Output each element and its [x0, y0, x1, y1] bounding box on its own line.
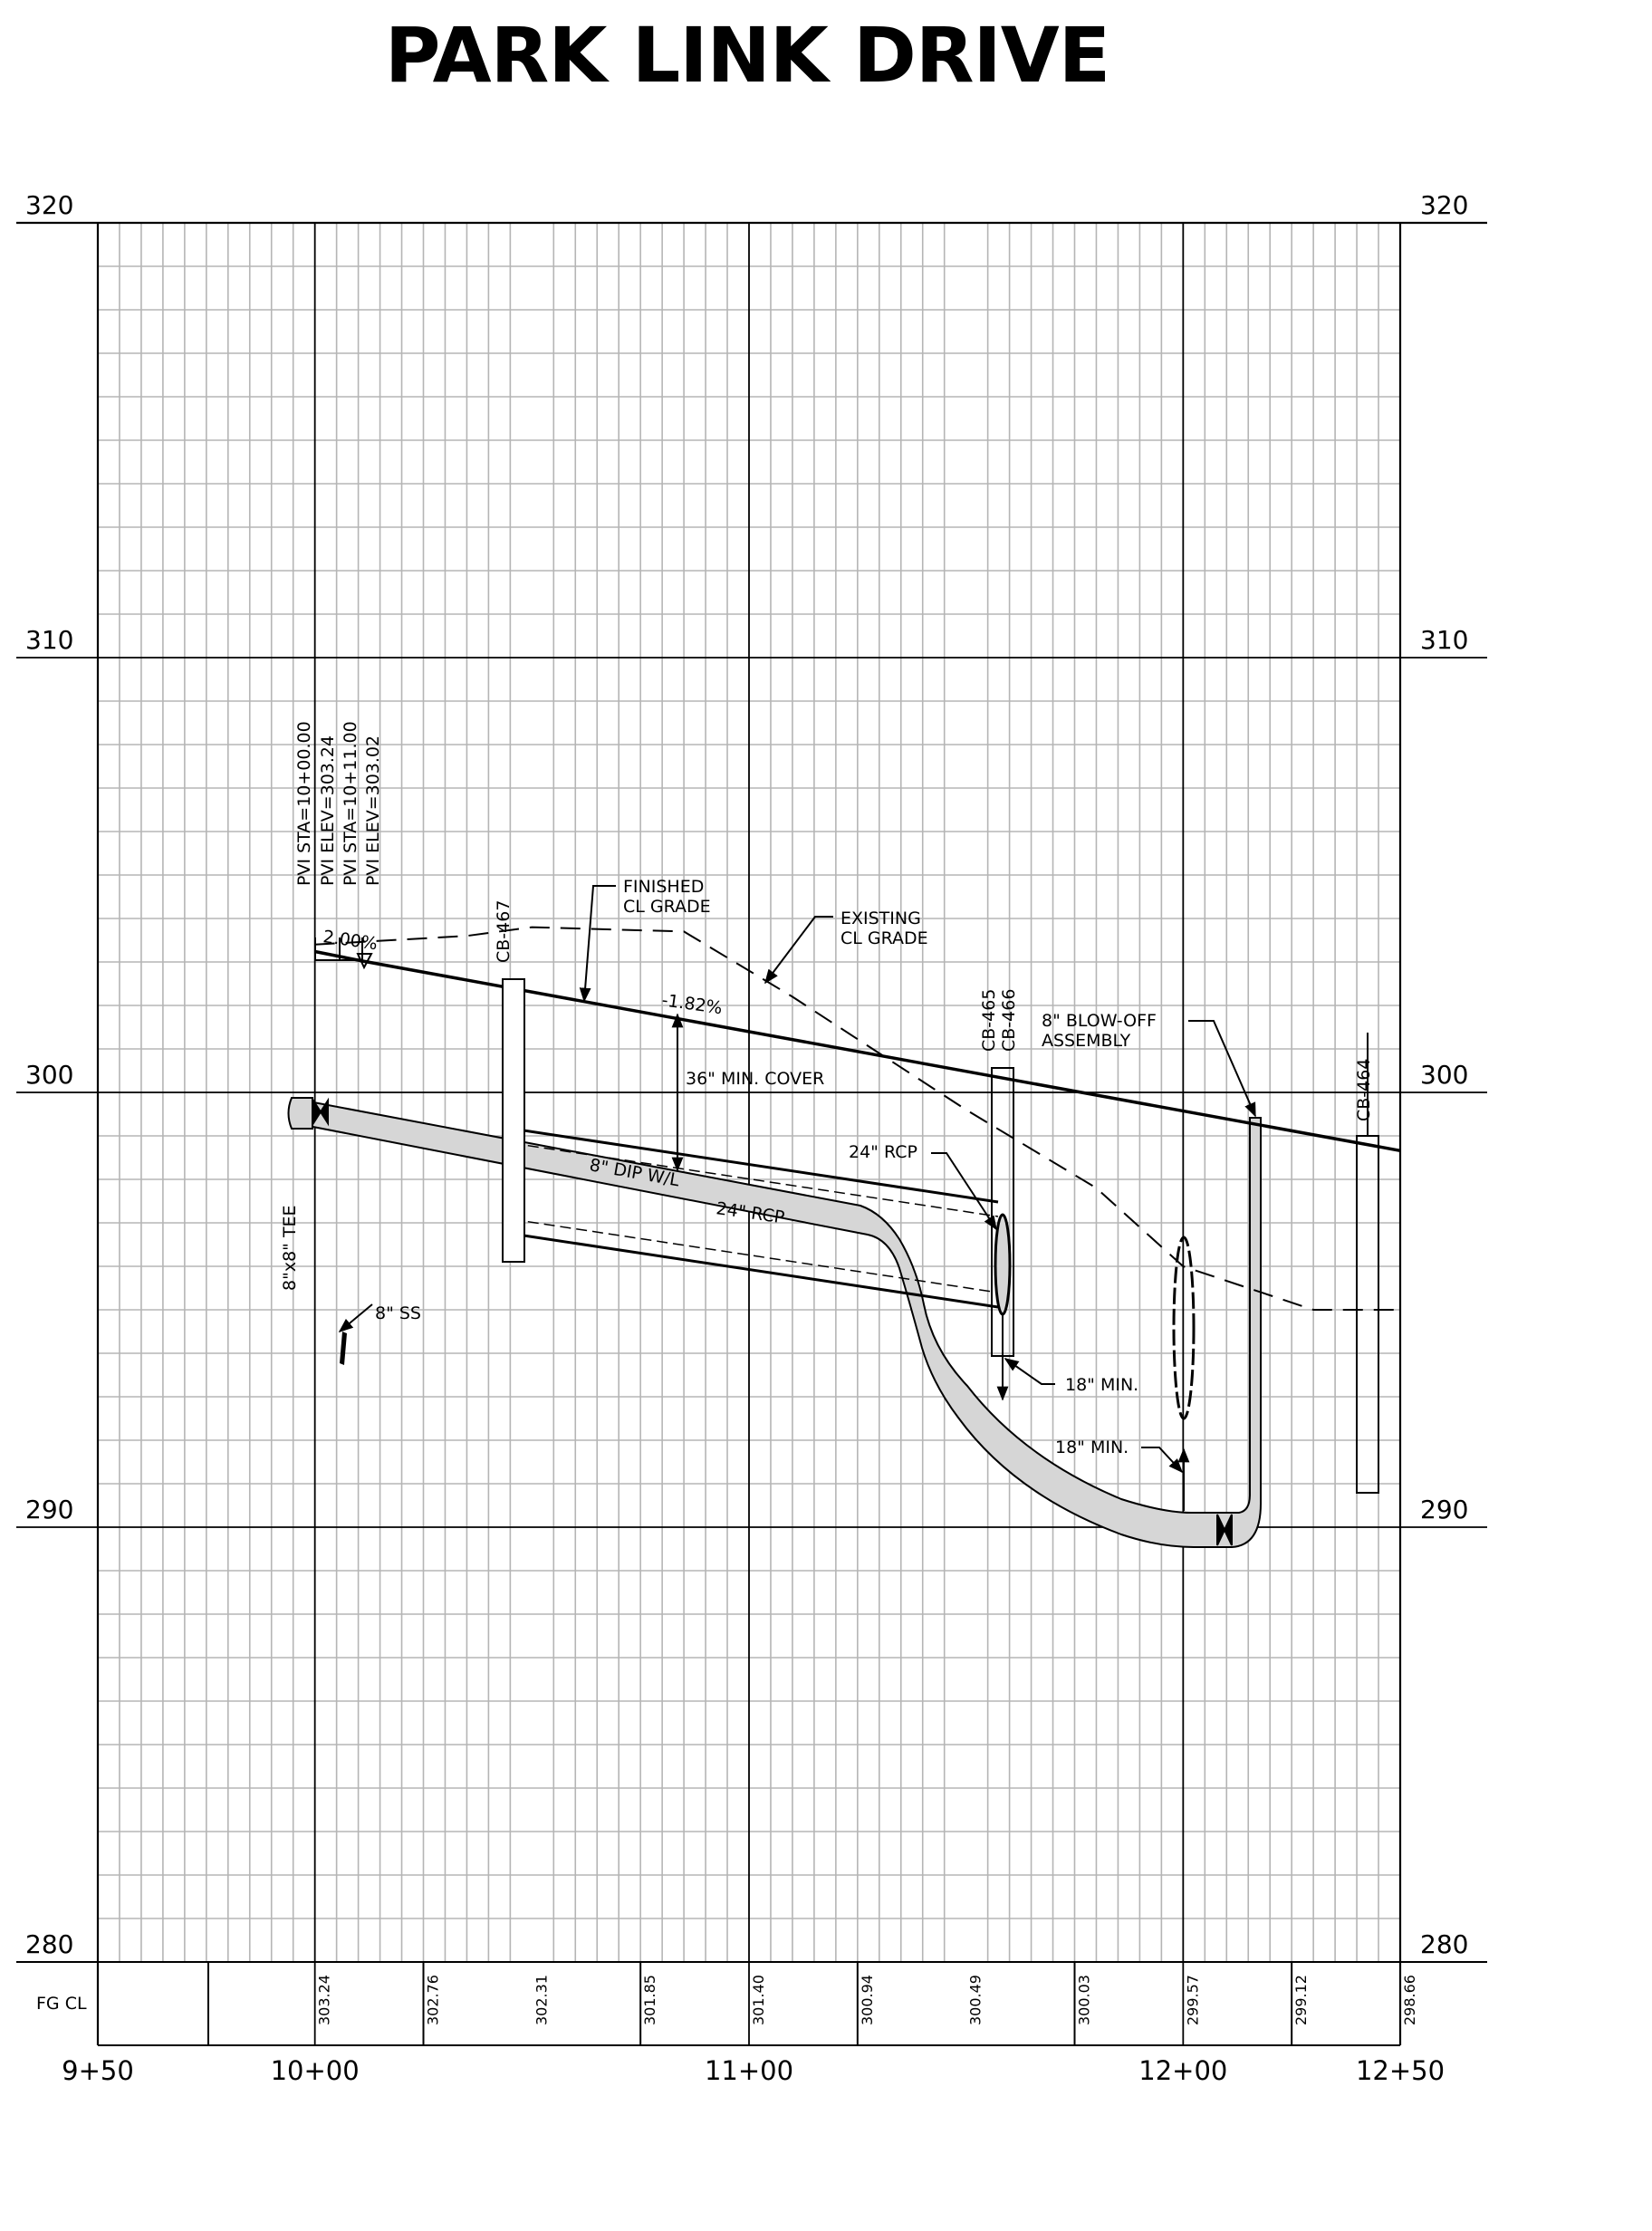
fg-value: 300.94	[859, 1975, 876, 2025]
pvi-sta-label-1: PVI STA=10+00.00	[294, 721, 314, 886]
fg-value: 298.66	[1401, 1975, 1418, 2025]
station-label: 11+00	[705, 2055, 793, 2086]
fg-row-label: FG CL	[36, 1994, 87, 2014]
pvi-elev-label-2: PVI ELEV=303.02	[363, 736, 383, 886]
pvi-elev-label-1: PVI ELEV=303.24	[318, 736, 338, 886]
sewer-crossing-ellipse	[994, 1213, 1012, 1316]
fg-value: 299.57	[1184, 1975, 1201, 2025]
tee-label: 8"x8" TEE	[280, 1205, 300, 1291]
elevation-label-right: 280	[1420, 1929, 1468, 1959]
min-sep-label-2: 18" MIN.	[1055, 1438, 1129, 1457]
structure-label-cb-467: CB-467	[494, 900, 514, 963]
station-label: 9+50	[62, 2055, 134, 2086]
tee-stub	[287, 1097, 313, 1130]
drawing-title: PARK LINK DRIVE	[384, 11, 1110, 100]
existing-grade-line	[314, 926, 1400, 1311]
elevation-label-left: 290	[25, 1495, 73, 1524]
profile-frame	[16, 221, 1487, 2045]
fg-value: 299.12	[1292, 1975, 1310, 2025]
elevation-label-right: 290	[1420, 1495, 1468, 1524]
grade-left-label: 2.00%	[322, 927, 379, 954]
elevation-label-right: 300	[1420, 1060, 1468, 1090]
fg-value: 303.24	[316, 1975, 333, 2025]
grade-main-label: -1.82%	[660, 990, 724, 1018]
elevation-label-left: 310	[25, 625, 73, 655]
elevation-labels: 320 320 310 310 300 300 290 290 280 280	[25, 190, 1468, 1959]
elevation-label-right: 320	[1420, 190, 1468, 220]
storm-crossing-ellipse	[1172, 1236, 1196, 1420]
rcp-label-b: 24" RCP	[849, 1142, 917, 1162]
blow-off-label-1: 8" BLOW-OFF	[1042, 1011, 1157, 1031]
finished-grade-line	[314, 949, 1401, 1153]
fg-value: 301.85	[641, 1975, 658, 2025]
pvi-leaders	[314, 938, 373, 970]
existing-grade-label-1: EXISTING	[840, 909, 921, 928]
elevation-label-right: 310	[1420, 625, 1468, 655]
fg-values: 303.24 302.76 302.31 301.85 301.40 300.94 300.…	[316, 1975, 1418, 2025]
storm-pipe-rcp	[511, 1127, 999, 1309]
structure-label-cb-465: CB-465	[979, 989, 999, 1052]
station-labels: 9+50 10+00 11+00 12+00 12+50	[62, 2055, 1445, 2086]
annotation-leaders	[338, 885, 1256, 1511]
min-sep-label-1: 18" MIN.	[1065, 1375, 1138, 1395]
fg-value: 300.49	[967, 1975, 984, 2025]
sanitary-sewer-marker	[340, 1332, 347, 1365]
finished-grade-label-2: CL GRADE	[623, 897, 711, 917]
valve-icon	[312, 1097, 329, 1127]
catch-basin-cb-464	[1356, 1033, 1379, 1494]
min-cover-label: 36" MIN. COVER	[686, 1069, 824, 1089]
elevation-label-left: 320	[25, 190, 73, 220]
station-label: 12+50	[1356, 2055, 1445, 2086]
station-label: 10+00	[271, 2055, 360, 2086]
fg-value: 302.76	[425, 1975, 442, 2025]
catch-basin-cb-467	[502, 978, 525, 1263]
elevation-label-left: 280	[25, 1929, 73, 1959]
structure-label-cb-466: CB-466	[999, 989, 1019, 1052]
structure-label-cb-464: CB-464	[1354, 1059, 1374, 1121]
finished-grade-label-1: FINISHED	[623, 877, 704, 897]
water-line-pipe	[293, 1097, 1262, 1548]
fg-table	[16, 1961, 1487, 2046]
major-grid	[16, 222, 1487, 2045]
blow-off-label-2: ASSEMBLY	[1042, 1031, 1131, 1051]
fg-value: 300.03	[1076, 1975, 1093, 2025]
sewer-label: 8" SS	[375, 1303, 421, 1323]
station-label: 12+00	[1138, 2055, 1227, 2086]
fg-value: 302.31	[533, 1975, 550, 2025]
fg-value: 301.40	[750, 1975, 767, 2025]
existing-grade-label-2: CL GRADE	[840, 928, 928, 948]
fg-table-dividers	[207, 1962, 1293, 2045]
elevation-label-left: 300	[25, 1060, 73, 1090]
pvi-sta-label-2: PVI STA=10+11.00	[341, 721, 360, 886]
valve-icon	[1216, 1514, 1233, 1546]
